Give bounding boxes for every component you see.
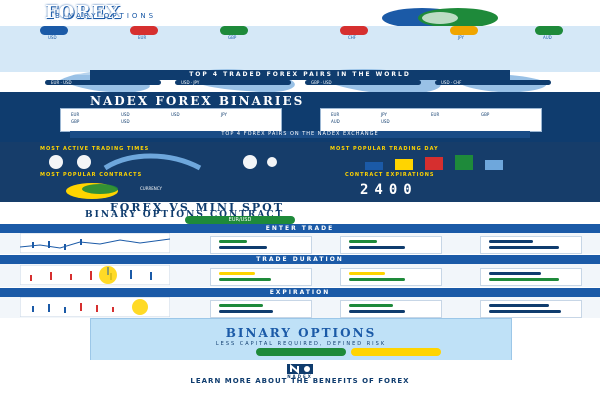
popular-day-title: MOST POPULAR TRADING DAY xyxy=(330,146,439,152)
green-indicator xyxy=(489,278,559,281)
mini-spot-panel xyxy=(340,236,442,254)
pair-label: USD xyxy=(171,112,180,117)
blue-indicator xyxy=(349,246,405,249)
pair-label: JPY xyxy=(221,112,227,117)
stats-panel: MOST ACTIVE TRADING TIMES MOST POPULAR T… xyxy=(0,142,600,202)
pair-pill-eurusd: EUR/USD xyxy=(185,216,295,224)
pair-label: EUR xyxy=(71,112,80,117)
pair-label: AUD xyxy=(331,119,340,124)
blue-indicator xyxy=(219,310,273,313)
blue-indicator xyxy=(489,272,541,275)
trade-duration-section: TRADE DURATION xyxy=(0,255,600,287)
currency-label: EUR xyxy=(138,35,147,40)
top4-pairs: EUR · USD USD · JPY GBP · USD USD · CHF xyxy=(45,80,555,92)
duration-chart xyxy=(20,265,170,285)
expiration-section: EXPIRATION xyxy=(0,288,600,318)
enter-trade-chart xyxy=(20,233,170,253)
nadex-logo-icon xyxy=(287,363,313,375)
active-times-title: MOST ACTIVE TRADING TIMES xyxy=(40,146,150,152)
currency-flag xyxy=(535,26,563,35)
top4-title: TOP 4 TRADED FOREX PAIRS IN THE WORLD xyxy=(90,70,510,80)
pair-label: USD xyxy=(121,119,130,124)
green-indicator xyxy=(219,278,271,281)
yellow-indicator xyxy=(219,272,255,275)
globe-icon xyxy=(382,8,498,28)
currency-flag xyxy=(220,26,248,35)
currency-label: GBP xyxy=(228,35,237,40)
pair-pill: EUR · USD xyxy=(45,80,161,85)
versus-title: FOREX VS MINI SPOT xyxy=(110,201,284,214)
versus-subtitle: BINARY OPTIONS CONTRACT xyxy=(85,210,285,220)
blue-indicator xyxy=(349,310,405,313)
currency-band: USD EUR GBP CHF JPY AUD xyxy=(0,26,600,95)
blue-indicator xyxy=(219,246,267,249)
hero-subtitle: BINARY OPTIONS xyxy=(55,12,157,20)
blue-indicator xyxy=(489,246,559,249)
expiration-bar: EXPIRATION xyxy=(0,288,600,297)
trade-duration-bar: TRADE DURATION xyxy=(0,255,600,264)
learn-more-text: LEARN MORE ABOUT THE BENEFITS OF FOREX xyxy=(190,377,410,385)
forex-exp-panel xyxy=(210,300,312,318)
green-indicator xyxy=(349,240,377,243)
currency-label: AUD xyxy=(543,35,552,40)
pair-pill: USD · JPY xyxy=(175,80,291,85)
pair-label: EUR xyxy=(431,112,440,117)
popular-contracts-title: MOST POPULAR CONTRACTS xyxy=(40,172,143,178)
active-times-visual xyxy=(49,153,277,171)
nadex-right-box: EUR JPY AUD USD EUR GBP xyxy=(320,108,542,132)
green-indicator xyxy=(349,278,405,281)
pair-label: EUR xyxy=(331,112,340,117)
pair-label: GBP xyxy=(71,119,80,124)
popular-contracts-visual xyxy=(66,183,118,199)
forex-duration-panel xyxy=(210,268,312,286)
green-indicator xyxy=(219,240,247,243)
mini-spot-exp-panel xyxy=(340,300,442,318)
pair-pill: GBP · USD xyxy=(305,80,421,85)
pair-pill: USD · CHF xyxy=(435,80,551,85)
pair-label: GBP xyxy=(481,112,490,117)
pair-label: JPY xyxy=(381,112,387,117)
green-indicator xyxy=(219,304,263,307)
brand-name: NADEX xyxy=(287,374,313,379)
small-note: CURRENCY xyxy=(140,186,162,191)
binary-panel xyxy=(480,236,582,254)
pair-label: USD xyxy=(121,112,130,117)
currency-flag xyxy=(450,26,478,35)
currency-label: USD xyxy=(48,35,57,40)
currency-label: JPY xyxy=(458,35,464,40)
binary-options-title: BINARY OPTIONS xyxy=(225,326,377,340)
currency-flag xyxy=(130,26,158,35)
currency-label: CHF xyxy=(348,35,357,40)
enter-trade-bar: ENTER TRADE xyxy=(0,224,600,233)
binary-exp-panel xyxy=(480,300,582,318)
currency-flag xyxy=(340,26,368,35)
contract-expirations-title: CONTRACT EXPIRATIONS xyxy=(345,172,435,178)
green-indicator xyxy=(349,304,393,307)
yellow-indicator xyxy=(349,272,385,275)
blue-indicator xyxy=(489,304,549,307)
hero-title: FOREX xyxy=(45,2,122,23)
nadex-footer: TOP 4 FOREX PAIRS ON THE NADEX EXCHANGE xyxy=(70,131,530,138)
forex-panel xyxy=(210,236,312,254)
nadex-left-box: EUR USD GBP USD USD JPY xyxy=(60,108,282,132)
currency-flag xyxy=(40,26,68,35)
expiration-chart xyxy=(20,297,170,317)
popular-day-bars xyxy=(365,155,503,170)
benefit-pill xyxy=(256,348,346,356)
blue-indicator xyxy=(489,240,533,243)
pair-label: USD xyxy=(381,119,390,124)
contracts-value: 2400 xyxy=(360,182,418,198)
nadex-title: NADEX FOREX BINARIES xyxy=(90,94,305,108)
binary-duration-panel xyxy=(480,268,582,286)
blue-indicator xyxy=(489,310,561,313)
mini-spot-duration-panel xyxy=(340,268,442,286)
benefit-pill xyxy=(351,348,441,356)
bottom-band: NADEX LEARN MORE ABOUT THE BENEFITS OF F… xyxy=(0,360,600,400)
binary-options-box: BINARY OPTIONS LESS CAPITAL REQUIRED, DE… xyxy=(90,318,512,362)
binary-options-subtitle: LESS CAPITAL REQUIRED, DEFINED RISK xyxy=(215,341,387,347)
enter-trade-section: ENTER TRADE xyxy=(0,224,600,254)
